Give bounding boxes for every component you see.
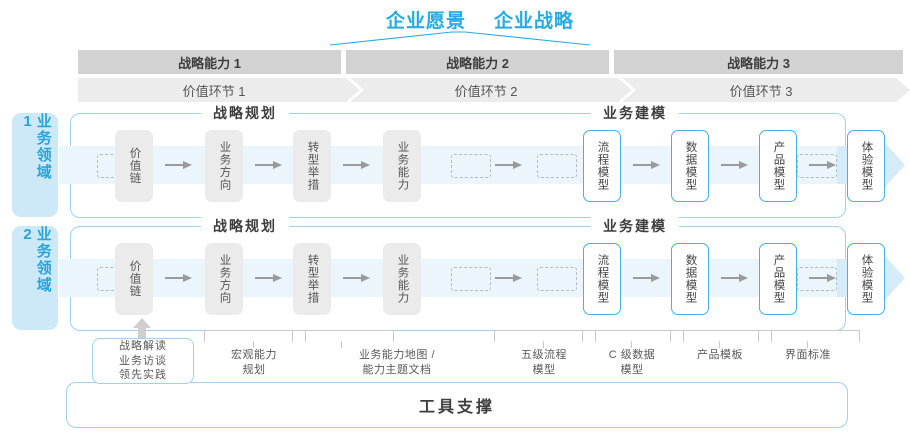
brace-icon [494,330,596,342]
deliverable-label: 产品模板 [697,349,743,361]
domain-row-1: 战略规划 业务建模 价值链 业务方向 转型举措 业务能力 流程模型 数据模型 产… [59,103,905,218]
value-chain-label-1: 价值环节 1 [182,83,246,99]
deliverable-label: 界面标准 [785,349,831,361]
enterprise-vision-title: 企业愿景 [385,10,466,32]
domain-2-section-title-planning: 战略规划 [201,216,289,236]
value-chain-cell-3: 价值环节 3 [622,78,910,102]
brace-icon [582,330,684,342]
arrow-right-icon [809,274,837,282]
model-box[interactable]: 体验模型 [847,243,885,315]
arrow-right-icon [721,161,749,169]
capability-cell-3: 战略能力 3 [614,50,903,74]
enterprise-strategy-title: 企业战略 [494,10,575,32]
capability-cell-2: 战略能力 2 [346,50,609,74]
process-box[interactable]: 业务方向 [205,130,243,202]
arrow-right-icon [165,161,193,169]
dashed-slot [451,154,491,178]
vee-connector-icon [330,31,590,46]
arrow-right-icon [633,161,661,169]
domain-1-section-title-planning: 战略规划 [201,103,289,123]
model-box[interactable]: 数据模型 [671,130,709,202]
brace-stem-icon [341,341,343,348]
dashed-slot [537,267,577,291]
domain-1-label: 业务领域 1 [19,113,52,181]
domain-row-2: 战略规划 业务建模 价值链 业务方向 转型举措 业务能力 流程模型 数据模型 产… [59,216,905,331]
domain-2-section-title-modeling: 业务建模 [591,216,679,236]
brace-stem-icon [543,341,545,348]
arrow-right-icon [495,161,523,169]
dashed-slot [451,267,491,291]
arrow-right-icon [809,161,837,169]
model-box[interactable]: 流程模型 [583,243,621,315]
model-box[interactable]: 产品模型 [759,130,797,202]
process-box[interactable]: 价值链 [115,243,153,315]
arrow-right-icon [495,274,523,282]
dashed-slot [797,154,837,178]
process-box[interactable]: 转型举措 [293,130,331,202]
arrow-right-icon [343,274,371,282]
process-box[interactable]: 业务能力 [383,243,421,315]
value-chain-label-2: 价值环节 2 [454,83,518,99]
arrow-right-icon [721,274,749,282]
process-box[interactable]: 业务方向 [205,243,243,315]
brace-icon [758,330,860,342]
brace-stem-icon [807,341,809,348]
process-box[interactable]: 转型举措 [293,243,331,315]
brace-icon [670,330,772,342]
arrow-up-icon [133,318,151,340]
value-chain-row: 价值环节 1 价值环节 2 价值环节 3 [78,78,910,102]
model-box[interactable]: 产品模型 [759,243,797,315]
tools-support-box: 工具支撑 [66,382,848,428]
strategy-decode-label: 战略解读 业务访谈 领先实践 [119,339,167,382]
arrow-right-icon [255,274,283,282]
value-chain-cell-1: 价值环节 1 [78,78,360,102]
sidebar-item-domain-2: 业务领域 2 [12,226,58,330]
deliverable-label: C 级数据 模型 [608,349,656,376]
top-titles: 企业愿景 企业战略 [330,5,630,33]
process-box[interactable]: 业务能力 [383,130,421,202]
deliverable-label: 五级流程 模型 [521,349,567,376]
brace-stem-icon [253,341,255,348]
capability-header-row: 战略能力 1 战略能力 2 战略能力 3 [78,50,903,74]
arrow-right-icon [633,274,661,282]
brace-stem-icon [719,341,721,348]
capability-cell-1: 战略能力 1 [78,50,341,74]
strategy-decode-box[interactable]: 战略解读 业务访谈 领先实践 [92,338,194,384]
arrow-right-icon [165,274,193,282]
deliverable-label: 宏观能力 规划 [231,349,277,376]
model-box[interactable]: 数据模型 [671,243,709,315]
value-chain-cell-2: 价值环节 2 [350,78,632,102]
process-box[interactable]: 价值链 [115,130,153,202]
arrow-right-icon [255,161,283,169]
brace-stem-icon [631,341,633,348]
arrow-right-icon [343,161,371,169]
model-box[interactable]: 流程模型 [583,130,621,202]
model-box[interactable]: 体验模型 [847,130,885,202]
sidebar-item-domain-1: 业务领域 1 [12,113,58,217]
brace-icon [204,330,306,342]
tools-support-title: 工具支撑 [418,399,495,416]
domain-1-section-title-modeling: 业务建模 [591,103,679,123]
deliverable-label: 业务能力地图 / 能力主题文档 [358,349,436,376]
brace-icon [292,330,394,342]
dashed-slot [797,267,837,291]
dashed-slot [537,154,577,178]
value-chain-label-3: 价值环节 3 [729,83,793,99]
domain-2-label: 业务领域 2 [19,226,52,294]
